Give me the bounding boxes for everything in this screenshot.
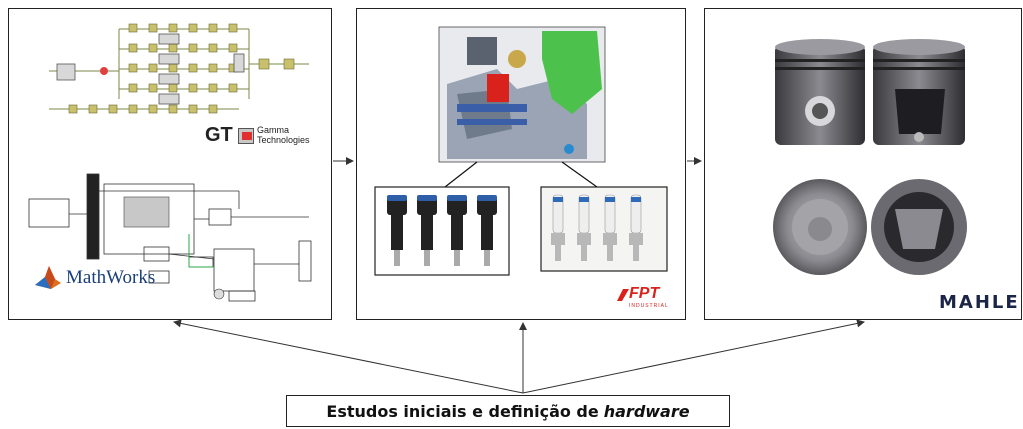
mathworks-logo: MathWorks <box>33 261 183 295</box>
gt-mark: GT <box>205 124 233 146</box>
pistons-photo <box>773 39 967 275</box>
membrane-icon <box>35 266 61 289</box>
pistons-panel: MAHLE <box>704 8 1022 320</box>
gt-name-line2: Technologies <box>257 135 310 145</box>
spark-plugs <box>551 194 643 261</box>
arrow-caption-to-pistons <box>522 319 865 394</box>
caption-main: Estudos iniciais e definição de <box>326 401 599 421</box>
hardware-panel: FPT INDUSTRIAL <box>356 8 686 320</box>
gt-name-line1: Gamma <box>257 125 290 135</box>
gt-power-model-diagram <box>28 23 312 302</box>
fpt-logo: FPT INDUSTRIAL <box>615 285 685 317</box>
mahle-logo: MAHLE <box>939 292 1020 313</box>
caption-italic: hardware <box>603 401 690 421</box>
caption-box: Estudos iniciais e definição de hardware <box>286 395 730 427</box>
fpt-swoosh-icon <box>617 289 629 301</box>
fpt-subtitle: INDUSTRIAL <box>629 303 669 309</box>
simulation-panel: GT Gamma Technologies MathWorks <box>8 8 332 320</box>
arrow-caption-to-sim <box>173 319 524 394</box>
fpt-wordmark: FPT <box>629 285 660 302</box>
engine-cad-illustration <box>374 26 668 276</box>
gt-icon <box>238 128 254 144</box>
fuel-injectors <box>387 195 497 266</box>
mathworks-wordmark: MathWorks <box>66 267 156 288</box>
